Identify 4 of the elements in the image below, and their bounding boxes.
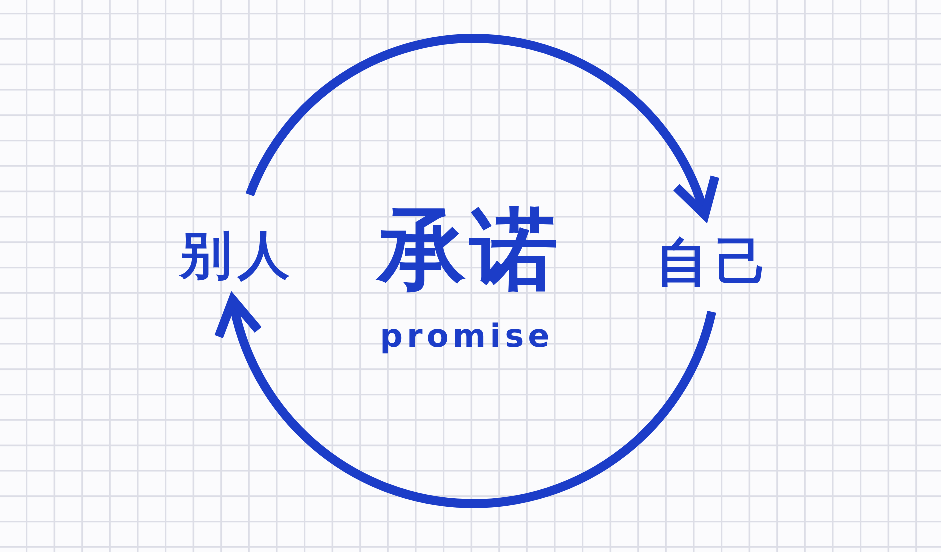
heading-text: 承诺 bbox=[375, 206, 562, 294]
subheading-text: promise bbox=[379, 320, 554, 352]
node-label: 自己 bbox=[655, 237, 776, 289]
node-label: 别人 bbox=[178, 230, 296, 282]
